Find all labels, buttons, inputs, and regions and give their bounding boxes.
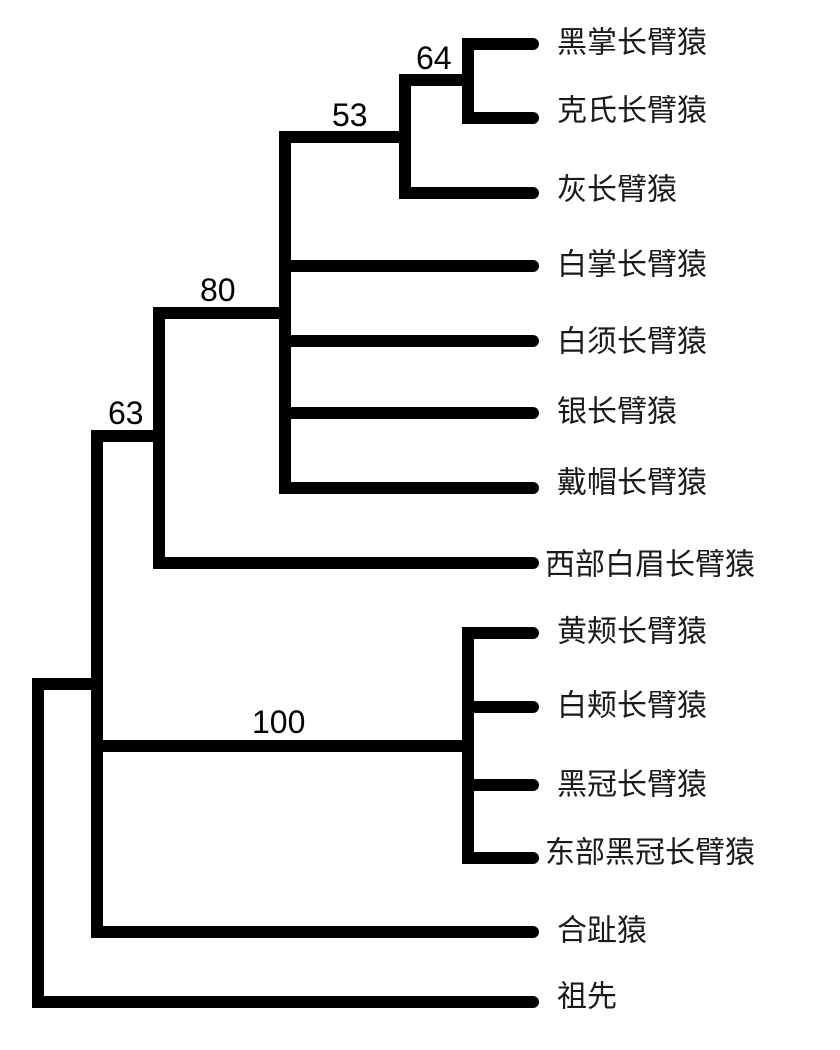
clade-63-branch (153, 307, 539, 569)
support-value-80: 80 (200, 272, 236, 308)
leaf-labels: 黑掌长臂猿 克氏长臂猿 灰长臂猿 白掌长臂猿 白须长臂猿 银长臂猿 戴帽长臂猿 … (545, 26, 755, 1015)
leaf-label-huangjia: 黄颊长臂猿 (557, 615, 707, 650)
leaf-label-heiguan: 黑冠长臂猿 (557, 768, 707, 803)
leaf-label-baijia: 白颊长臂猿 (557, 689, 707, 724)
root-branch (32, 678, 539, 1008)
leaf-label-heizhang: 黑掌长臂猿 (557, 26, 707, 61)
clade-64-branch (462, 38, 539, 124)
leaf-label-keshi: 克氏长臂猿 (557, 94, 707, 129)
support-values: 64 53 80 63 100 (108, 40, 452, 740)
support-value-64: 64 (416, 40, 452, 76)
leaf-label-yin: 银长臂猿 (557, 395, 677, 430)
leaf-label-hezhi: 合趾猿 (557, 914, 647, 949)
leaf-label-xibu: 西部白眉长臂猿 (545, 548, 755, 583)
leaf-label-baizhang: 白掌长臂猿 (557, 248, 707, 283)
leaf-label-baixu: 白须长臂猿 (557, 325, 707, 360)
support-value-53: 53 (332, 97, 368, 133)
leaf-label-dongbu: 东部黑冠长臂猿 (545, 836, 755, 871)
tree-branches (32, 38, 539, 1008)
leaf-label-hui: 灰长臂猿 (557, 173, 677, 208)
support-value-63: 63 (108, 395, 144, 431)
clade-100-branch (462, 627, 539, 864)
leaf-label-zuxian: 祖先 (557, 980, 617, 1015)
support-value-100: 100 (252, 704, 305, 740)
leaf-label-daimao: 戴帽长臂猿 (557, 466, 707, 501)
